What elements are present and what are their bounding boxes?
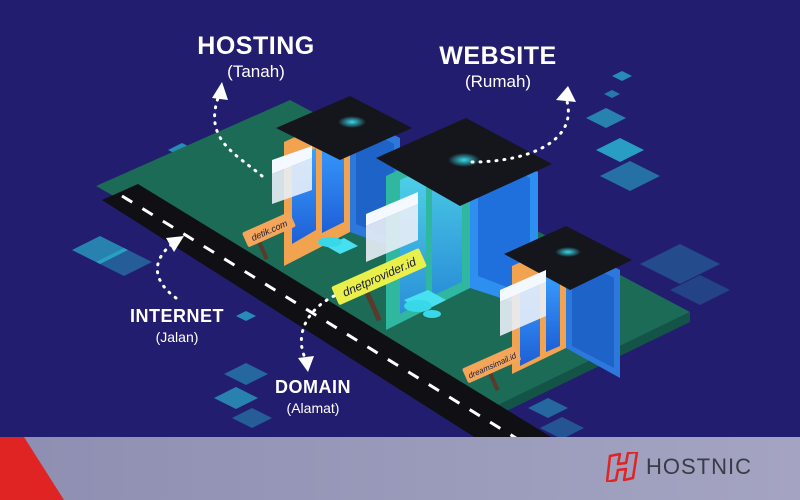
- house-right: [500, 226, 632, 378]
- house-left: [272, 96, 412, 266]
- footer-red-accent: [0, 437, 64, 500]
- label-hosting-subtitle: (Tanah): [227, 62, 285, 81]
- label-website: WEBSITE (Rumah): [418, 42, 578, 92]
- arrow-domain-head: [298, 356, 314, 372]
- bushes: [318, 237, 441, 318]
- road: [102, 184, 592, 484]
- arrow-website: [470, 96, 570, 164]
- arrow-website-head: [556, 86, 576, 102]
- arrow-hosting-head: [212, 82, 228, 100]
- label-internet-title: INTERNET: [130, 306, 224, 326]
- hostnic-logo-icon: [606, 452, 639, 482]
- label-internet-subtitle: (Jalan): [155, 329, 199, 345]
- arrow-internet: [155, 242, 178, 300]
- label-domain: DOMAIN (Alamat): [248, 377, 378, 416]
- label-website-subtitle: (Rumah): [464, 72, 532, 91]
- label-hosting-title: HOSTING: [197, 32, 315, 60]
- arrow-internet-head: [166, 236, 184, 252]
- label-domain-subtitle: (Alamat): [286, 400, 340, 416]
- arrow-hosting: [213, 96, 264, 178]
- hostnic-logo-text: HOSTNIC: [646, 454, 752, 479]
- arrow-domain: [299, 294, 336, 362]
- label-website-title: WEBSITE: [439, 42, 557, 70]
- label-internet: INTERNET (Jalan): [112, 306, 242, 345]
- footer-band: [0, 437, 800, 500]
- label-hosting: HOSTING (Tanah): [176, 32, 336, 82]
- label-domain-title: DOMAIN: [275, 377, 351, 397]
- hostnic-logo: HOSTNIC: [606, 450, 752, 484]
